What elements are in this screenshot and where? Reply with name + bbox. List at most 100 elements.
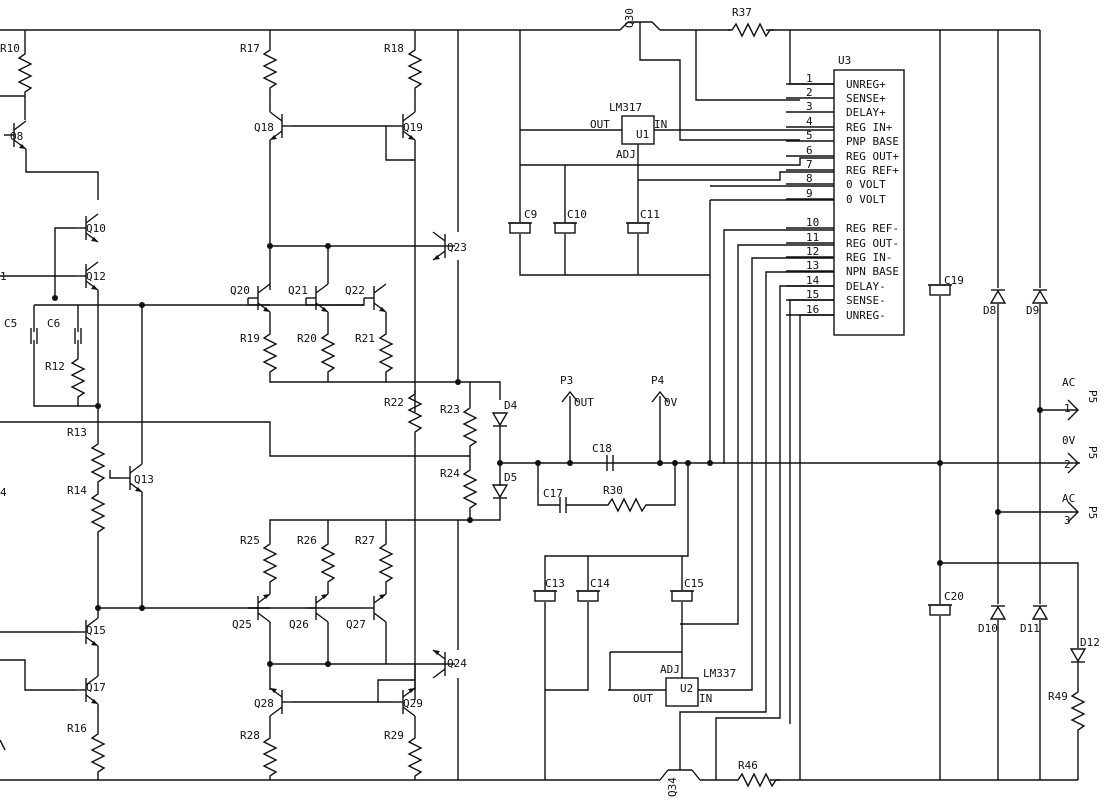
label-d4: D4 (504, 399, 518, 412)
label-q23: Q23 (447, 241, 467, 254)
u3-pin-name: PNP BASE (846, 135, 899, 148)
diode-d5 (492, 484, 508, 499)
resistor-r16 (91, 729, 105, 777)
resistor-r17 (263, 45, 277, 93)
label-u2-in: IN (699, 692, 712, 705)
u3-pin-name: UNREG- (846, 309, 886, 322)
label-ac-2: AC (1062, 492, 1075, 505)
label-q19: Q19 (403, 121, 423, 134)
u3-pin-name: REG REF+ (846, 164, 899, 177)
u3-pin-number: 6 (806, 144, 813, 157)
label-r12: R12 (45, 360, 65, 373)
label-lm317: LM317 (609, 101, 642, 114)
label-r49: R49 (1048, 690, 1068, 703)
u3-pin-name: 0 VOLT (846, 178, 886, 191)
capacitor-c9 (507, 222, 533, 234)
resistor-r29 (408, 733, 422, 781)
label-r16: R16 (67, 722, 87, 735)
u3-pin-name: REG REF- (846, 222, 899, 235)
label-c6: C6 (47, 317, 60, 330)
resistor-r23 (463, 403, 477, 451)
label-u2-adj: ADJ (660, 663, 680, 676)
label-d12: D12 (1080, 636, 1100, 649)
u3-pin-name: SENSE- (846, 294, 886, 307)
diode-d4 (492, 412, 508, 427)
resistor-r49 (1071, 687, 1085, 735)
u3-pin-number: 3 (806, 100, 813, 113)
label-q12: Q12 (86, 270, 106, 283)
label-c9: C9 (524, 208, 537, 221)
u3-pin-number: 15 (806, 288, 819, 301)
label-u1: U1 (636, 128, 649, 141)
resistor-r26 (321, 539, 335, 587)
u3-lower-wiring (679, 229, 834, 780)
label-r37: R37 (732, 6, 752, 19)
label-r20: R20 (297, 332, 317, 345)
label-four: 4 (0, 486, 7, 499)
label-u2-out: OUT (633, 692, 653, 705)
label-u1-in: IN (654, 118, 667, 131)
label-r10: R10 (0, 42, 20, 55)
label-r30: R30 (603, 484, 623, 497)
diode-d11 (1032, 605, 1048, 620)
label-r14: R14 (67, 484, 87, 497)
u3-pin-number: 8 (806, 172, 813, 185)
label-q17: Q17 (86, 681, 106, 694)
label-d11: D11 (1020, 622, 1040, 635)
transistor-q34 (659, 769, 701, 781)
label-q25: Q25 (232, 618, 252, 631)
resistor-r12 (71, 354, 85, 402)
label-r25: R25 (240, 534, 260, 547)
label-q20: Q20 (230, 284, 250, 297)
label-p5-pin3: 3 (1064, 514, 1071, 527)
label-r13: R13 (67, 426, 87, 439)
label-u1-out: OUT (590, 118, 610, 131)
diode-d10 (990, 605, 1006, 620)
center-mirrors (247, 30, 538, 781)
u3-pin-number: 4 (806, 115, 813, 128)
label-d10: D10 (978, 622, 998, 635)
u3-pin-row: 11 REG OUT- (786, 231, 899, 250)
label-r46: R46 (738, 759, 758, 772)
label-p4-0v: 0V (664, 396, 678, 409)
label-d8: D8 (983, 304, 996, 317)
label-r29: R29 (384, 729, 404, 742)
u3-pin-number: 16 (806, 303, 819, 316)
label-r27: R27 (355, 534, 375, 547)
output-section (535, 390, 713, 590)
u3-pin-number: 13 (806, 259, 819, 272)
label-q13: Q13 (134, 473, 154, 486)
label-lm337: LM337 (703, 667, 736, 680)
rectifier-section (927, 30, 1086, 780)
resistor-r21 (379, 329, 393, 377)
label-d9: D9 (1026, 304, 1039, 317)
label-p4: P4 (651, 374, 665, 387)
u3-pin-name: REG OUT- (846, 237, 899, 250)
u3-pin-number: 2 (806, 86, 813, 99)
label-p5-a: P5 (1086, 390, 1099, 403)
component-labels: R10 Q8 Q10 Q12 1 C5 C6 R12 R13 R14 4 Q13… (0, 6, 1100, 797)
label-r17: R17 (240, 42, 260, 55)
resistor-r10 (18, 49, 32, 97)
regulator-u2-box (665, 677, 699, 707)
label-p5-pin2: 2 (1064, 458, 1071, 471)
label-r24: R24 (440, 467, 460, 480)
capacitor-c11 (625, 222, 651, 234)
u3-pin-number: 10 (806, 216, 819, 229)
u3-pin-number: 11 (806, 231, 819, 244)
label-0v: 0V (1062, 434, 1076, 447)
label-q22: Q22 (345, 284, 365, 297)
label-p5-pin1: 1 (1064, 402, 1071, 415)
diode-d8 (990, 289, 1006, 304)
label-q28: Q28 (254, 697, 274, 710)
diode-d12 (1070, 648, 1086, 663)
u3-pin-name: SENSE+ (846, 92, 886, 105)
label-q18: Q18 (254, 121, 274, 134)
label-c15: C15 (684, 577, 704, 590)
